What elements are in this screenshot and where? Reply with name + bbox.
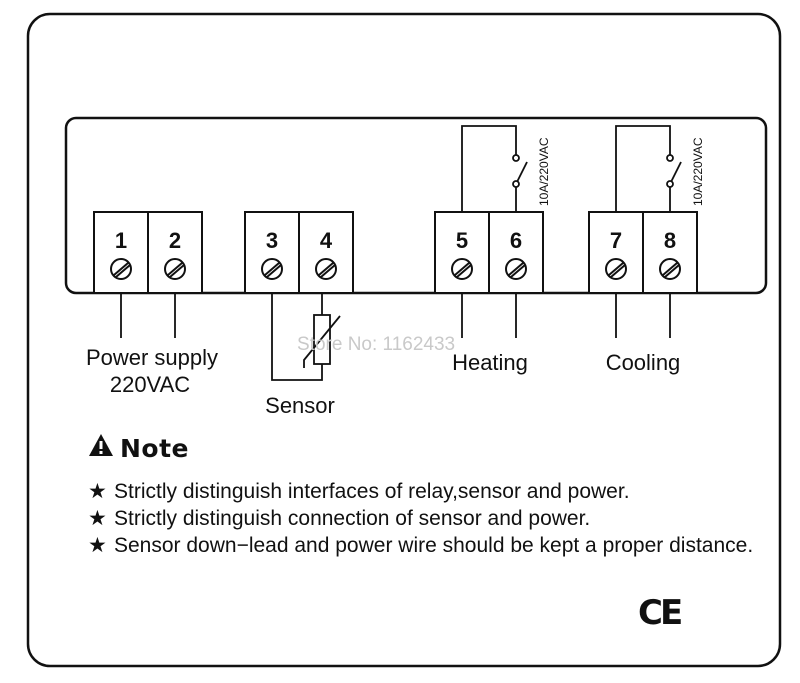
ce-mark-icon: CE — [638, 593, 683, 633]
note-item: ★ Sensor down−lead and power wire should … — [88, 532, 768, 559]
terminal-number-4: 4 — [320, 228, 333, 253]
note-heading: Note — [88, 433, 189, 463]
screw-icons — [110, 258, 681, 280]
sensor-label: Sensor — [265, 393, 335, 418]
screw-icon — [261, 258, 283, 280]
lead-wires — [120, 293, 671, 381]
cooling-relay-rating: 10A/220VAC — [691, 137, 705, 206]
terminal-number-1: 1 — [115, 228, 127, 253]
outer-frame — [26, 12, 782, 668]
terminal-number-6: 6 — [510, 228, 522, 253]
warning-triangle-icon — [88, 433, 114, 463]
screw-icon — [659, 258, 681, 280]
power-voltage-label: 220VAC — [110, 372, 190, 397]
screw-icon — [605, 258, 627, 280]
watermark: Store No: 1162433 — [297, 334, 455, 355]
terminal-number-2: 2 — [169, 228, 181, 253]
terminal-number-8: 8 — [664, 228, 676, 253]
note-item: ★ Strictly distinguish interfaces of rela… — [88, 478, 768, 505]
star-icon: ★ — [88, 507, 107, 530]
terminal-number-7: 7 — [610, 228, 622, 253]
screw-icon — [451, 258, 473, 280]
note-item-text: Strictly distinguish connection of senso… — [114, 507, 591, 530]
note-title: Note — [120, 434, 190, 463]
note-item-text: Strictly distinguish interfaces of relay… — [114, 480, 630, 503]
power-supply-label: Power supply — [86, 345, 218, 370]
heating-label: Heating — [452, 350, 528, 375]
terminal-blocks — [93, 211, 698, 294]
cooling-relay — [615, 125, 682, 212]
terminal-number-3: 3 — [266, 228, 278, 253]
note-list: ★ Strictly distinguish interfaces of rela… — [88, 478, 768, 559]
heating-relay — [461, 125, 528, 212]
terminal-number-5: 5 — [456, 228, 468, 253]
terminal-strip — [64, 116, 768, 295]
thermistor-icon — [303, 314, 341, 368]
screw-icon — [164, 258, 186, 280]
screw-icon — [110, 258, 132, 280]
note-item-text: Sensor down−lead and power wire should b… — [114, 534, 754, 557]
star-icon: ★ — [88, 534, 107, 557]
note-item: ★ Strictly distinguish connection of sens… — [88, 505, 768, 532]
cooling-label: Cooling — [606, 350, 681, 375]
screw-icon — [315, 258, 337, 280]
screw-icon — [505, 258, 527, 280]
heating-relay-rating: 10A/220VAC — [537, 137, 551, 206]
star-icon: ★ — [88, 480, 107, 503]
